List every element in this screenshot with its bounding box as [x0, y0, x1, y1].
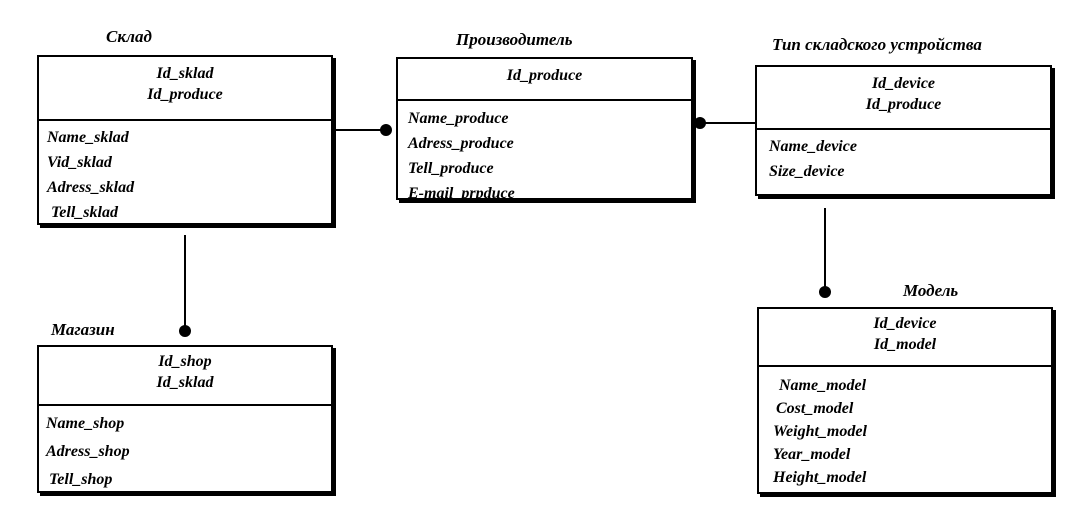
entity-sklad[interactable]: Id_sklad Id_produce Name_sklad Vid_sklad… — [37, 55, 333, 225]
entity-title-sklad: Склад — [106, 27, 152, 46]
attribute-field: Vid_sklad — [47, 154, 112, 171]
key-field: Id_sklad — [156, 374, 214, 391]
attributes-section: Name_device Size_device — [757, 130, 1050, 184]
attributes-section: Name_shop Adress_shop Tell_shop — [39, 406, 331, 494]
attribute-field: Adress_sklad — [47, 179, 135, 196]
keys-section: Id_shop Id_sklad — [39, 347, 331, 406]
entity-title-shop: Магазин — [51, 320, 115, 339]
attribute-field: Name_model — [779, 377, 867, 394]
entity-model[interactable]: Id_device Id_model Name_model Cost_model… — [757, 307, 1053, 494]
key-field: Id_produce — [506, 67, 583, 84]
entity-device[interactable]: Id_device Id_produce Name_device Size_de… — [755, 65, 1052, 196]
rel-sklad-producer-dot — [380, 124, 392, 136]
rel-sklad-shop-dot — [179, 325, 191, 337]
attribute-field: Size_device — [769, 163, 845, 180]
attribute-field: Weight_model — [773, 423, 867, 440]
entity-title-producer: Производитель — [456, 30, 573, 49]
attribute-field: Year_model — [773, 446, 851, 463]
rel-device-model-dot — [819, 286, 831, 298]
keys-section: Id_device Id_model — [759, 309, 1051, 367]
attribute-field: Name_shop — [46, 415, 125, 432]
attribute-field: Name_device — [769, 138, 857, 155]
entity-producer[interactable]: Id_produce Name_produce Adress_produce T… — [396, 57, 693, 202]
keys-section: Id_device Id_produce — [757, 67, 1050, 130]
attribute-field: Tell_shop — [49, 471, 113, 488]
entity-title-model: Модель — [903, 281, 959, 300]
attribute-field: Cost_model — [776, 400, 854, 417]
keys-section: Id_sklad Id_produce — [39, 57, 331, 121]
attribute-field: Adress_produce — [408, 135, 514, 152]
key-field: Id_produce — [865, 96, 942, 113]
key-field: Id_shop — [158, 353, 212, 370]
entity-shop[interactable]: Id_shop Id_sklad Name_shop Adress_shop T… — [37, 345, 333, 493]
key-field: Id_device — [871, 75, 936, 92]
attribute-field: Height_model — [773, 469, 867, 486]
attributes-section: Name_model Cost_model Weight_model Year_… — [759, 367, 1051, 489]
attribute-field: Name_produce — [408, 110, 509, 127]
attribute-field: Adress_shop — [46, 443, 130, 460]
attribute-field: E-mail_prpduce — [408, 185, 515, 202]
attributes-section: Name_produce Adress_produce Tell_produce… — [398, 101, 691, 206]
entity-title-device: Тип складского устройства — [772, 35, 982, 54]
attribute-field: Name_sklad — [47, 129, 129, 146]
attribute-field: Tell_produce — [408, 160, 494, 177]
key-field: Id_sklad — [156, 65, 214, 82]
key-field: Id_produce — [147, 86, 223, 103]
rel-producer-device-dot — [694, 117, 706, 129]
attribute-field: Tell_sklad — [51, 204, 118, 221]
keys-section: Id_produce — [398, 59, 691, 101]
attributes-section: Name_sklad Vid_sklad Adress_sklad Tell_s… — [39, 121, 331, 225]
key-field: Id_model — [873, 336, 937, 353]
key-field: Id_device — [873, 315, 937, 332]
